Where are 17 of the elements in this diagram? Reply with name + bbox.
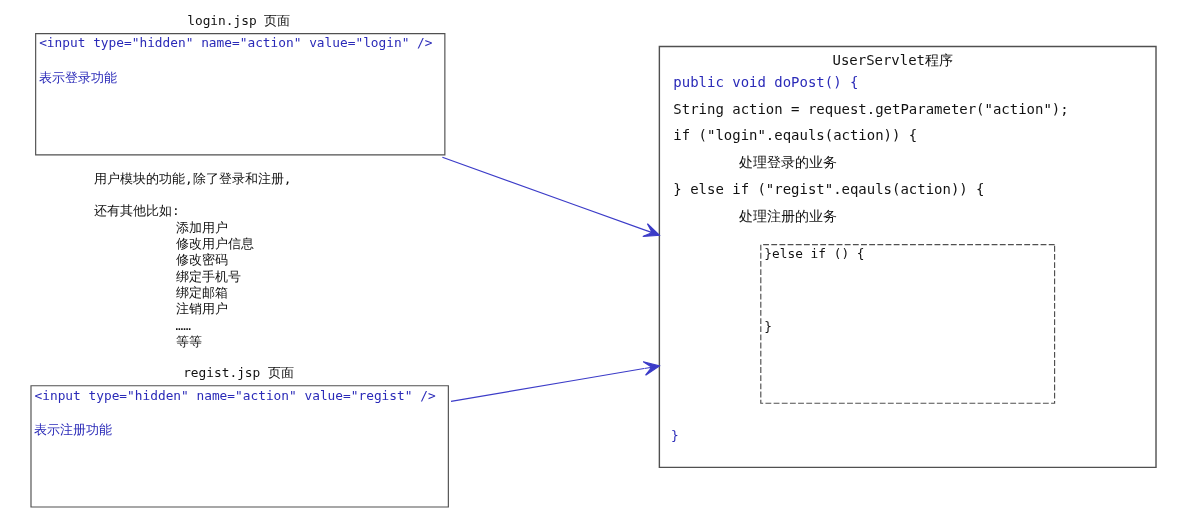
arrow [441, 156, 660, 238]
node-label: login.jsp 页面 [186, 13, 290, 29]
node-box: }else if () { } [759, 244, 1055, 404]
node-box: <input type="hidden" name="action" value="login" /> 表示登录功能 [34, 33, 445, 156]
node-label: regist.jsp 页面 [182, 365, 294, 381]
arrow [449, 361, 660, 402]
label: …… [175, 317, 191, 333]
label: 绑定手机号 [175, 268, 241, 284]
label: 注销用户 [175, 301, 228, 317]
label: 添加用户 [175, 219, 228, 235]
label: 等等 [175, 333, 202, 349]
label: 还有其他比如: [93, 203, 180, 219]
label: 修改密码 [175, 252, 228, 268]
label: 用户模块的功能,除了登录和注册, [93, 170, 291, 186]
node-box: <input type="hidden" name="action" value="regist" /> 表示注册功能 [29, 385, 449, 508]
label: 修改用户信息 [175, 235, 254, 251]
label: 绑定邮箱 [175, 284, 228, 300]
